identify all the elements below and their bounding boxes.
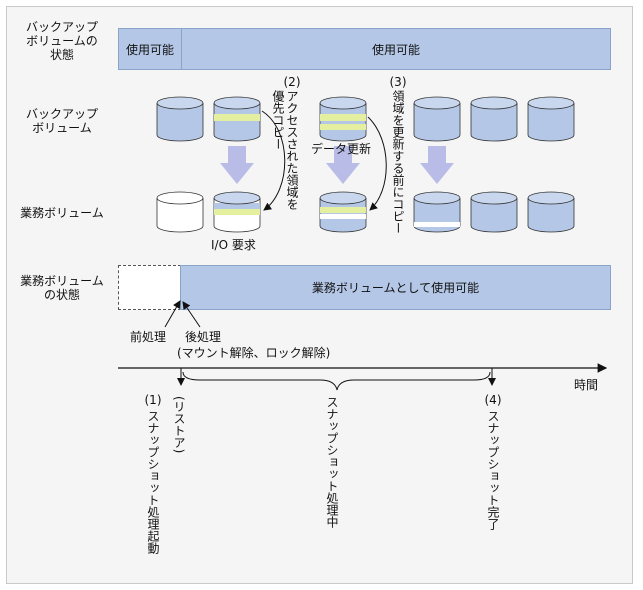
backup-cylinder-3: [319, 96, 367, 142]
label-business-state: 業務ボリューム の状態: [20, 274, 104, 302]
business-cylinder-2: [213, 191, 261, 233]
business-cylinder-6: [527, 191, 575, 233]
backup-cylinder-4: [413, 96, 461, 142]
step3-annotation: 領域を更新する前にコピー: [391, 90, 405, 234]
step2-number: (2): [283, 75, 301, 89]
label-backup-state: バックアップ ボリュームの 状態: [25, 20, 98, 62]
business-state-bar: 業務ボリュームとして使用可能: [180, 265, 611, 310]
backup-cylinder-2: [213, 96, 261, 142]
backup-state-bar-left: 使用可能: [118, 28, 182, 70]
business-cylinder-5: [470, 191, 518, 233]
label-backup-volume: バックアップ ボリューム: [25, 107, 98, 135]
label-business-volume: 業務ボリューム: [20, 206, 104, 220]
business-cylinder-3: [319, 191, 367, 233]
postprocess-detail: (マウント解除、ロック解除): [177, 346, 331, 360]
business-cylinder-1: [156, 191, 204, 233]
preprocess-label: 前処理: [130, 330, 167, 344]
timeline-brace: [182, 371, 491, 391]
backup-state-bar-right: 使用可能: [181, 28, 611, 70]
time-label: 時間: [574, 378, 599, 392]
step2-annotation: アクセスされた領域を優先コピー: [271, 90, 299, 210]
preprocess-pointer: [164, 300, 181, 328]
io-request-label: I/O 要求: [211, 238, 256, 252]
copy-arrow-3: [367, 116, 387, 211]
timeline-step4-label: スナップショット完了: [486, 410, 500, 530]
down-arrow-2: [326, 146, 360, 184]
down-arrow-1: [220, 146, 254, 184]
backup-cylinder-1: [156, 96, 204, 142]
business-state-bar-empty: [118, 265, 181, 310]
timeline-in-progress-label: スナップショット処理中: [325, 396, 339, 528]
timeline-restore-label: (リストア): [172, 396, 186, 454]
backup-cylinder-5: [470, 96, 518, 142]
backup-cylinder-6: [527, 96, 575, 142]
business-cylinder-4: [413, 191, 461, 233]
timeline-step1-label: スナップショット処理起動: [146, 410, 160, 554]
postprocess-label: 後処理: [185, 330, 222, 344]
data-update-label: データ更新: [311, 142, 372, 156]
down-arrow-3: [420, 146, 454, 184]
timeline-step4-number: (4): [484, 393, 502, 407]
step3-number: (3): [389, 75, 407, 89]
copy-arrow-2: [261, 110, 286, 211]
timeline-step1-number: (1): [144, 393, 162, 407]
postprocess-pointer: [182, 301, 201, 328]
